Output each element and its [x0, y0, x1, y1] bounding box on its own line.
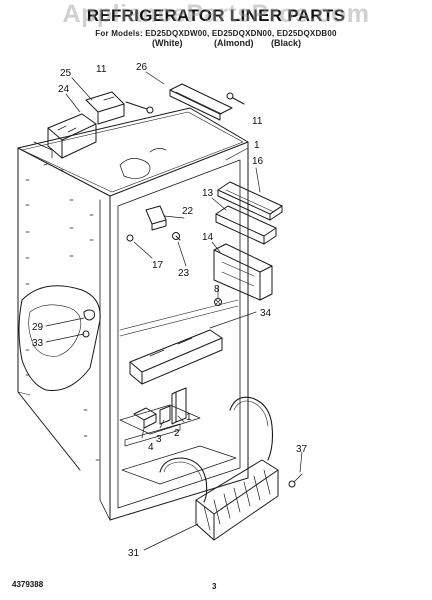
liner-body [17, 107, 249, 521]
hinge-bracket-assembly [33, 91, 125, 159]
color-almond: (Almond) [214, 38, 254, 48]
color-black: (Black) [271, 38, 302, 48]
callout-31: 31 [128, 548, 140, 559]
color-white: (White) [152, 38, 183, 48]
model-list: For Models: ED25DQXDW00, ED25DQXDN00, ED… [95, 29, 337, 38]
callout-8: 8 [214, 284, 220, 295]
lower-bracket-2 [171, 387, 187, 425]
lower-bracket-4 [133, 407, 157, 429]
callout-13: 13 [202, 188, 214, 199]
callout-37: 37 [296, 444, 308, 455]
callout-29: 29 [32, 322, 44, 333]
callout-4: 4 [148, 442, 154, 453]
part-17-plug [126, 234, 134, 242]
page-number: 3 [212, 582, 217, 591]
callout-11-top: 11 [96, 64, 107, 75]
callout-14: 14 [202, 232, 214, 243]
callout-23: 23 [178, 268, 190, 279]
screw-11-right [226, 92, 245, 105]
part-34-support [129, 329, 223, 385]
callout-24: 24 [58, 84, 70, 95]
callout-2: 2 [174, 428, 180, 439]
callout-26: 26 [136, 62, 148, 73]
callout-labels: 11 26 25 24 11 1 16 13 22 14 17 23 8 34 … [32, 62, 308, 559]
callout-33: 33 [32, 338, 44, 349]
part-37-screw [288, 473, 303, 488]
document-number: 4379388 [12, 580, 44, 589]
callout-3: 3 [156, 434, 162, 445]
part-22-clip [145, 205, 167, 231]
part-16-channel [217, 181, 283, 221]
part-29-clip [83, 309, 95, 321]
callout-25: 25 [60, 68, 72, 79]
top-rail [169, 83, 233, 121]
diagram-title: REFRIGERATOR LINER PARTS [86, 6, 346, 25]
callout-17: 17 [152, 260, 164, 271]
callout-34: 34 [260, 308, 272, 319]
screw-11-top [125, 101, 154, 114]
callout-11-right: 11 [252, 116, 263, 127]
lower-bracket-3 [159, 405, 171, 425]
part-23-screw [172, 232, 181, 241]
callout-1-lower: 1 [186, 412, 192, 423]
part-8-screw [214, 298, 222, 306]
part-13-bracket [215, 205, 277, 245]
leader-lines [45, 71, 303, 551]
callout-22: 22 [182, 206, 194, 217]
callout-16: 16 [252, 156, 264, 167]
callout-1: 1 [254, 140, 260, 151]
part-14-housing [213, 243, 273, 301]
part-31-bin [159, 396, 279, 541]
